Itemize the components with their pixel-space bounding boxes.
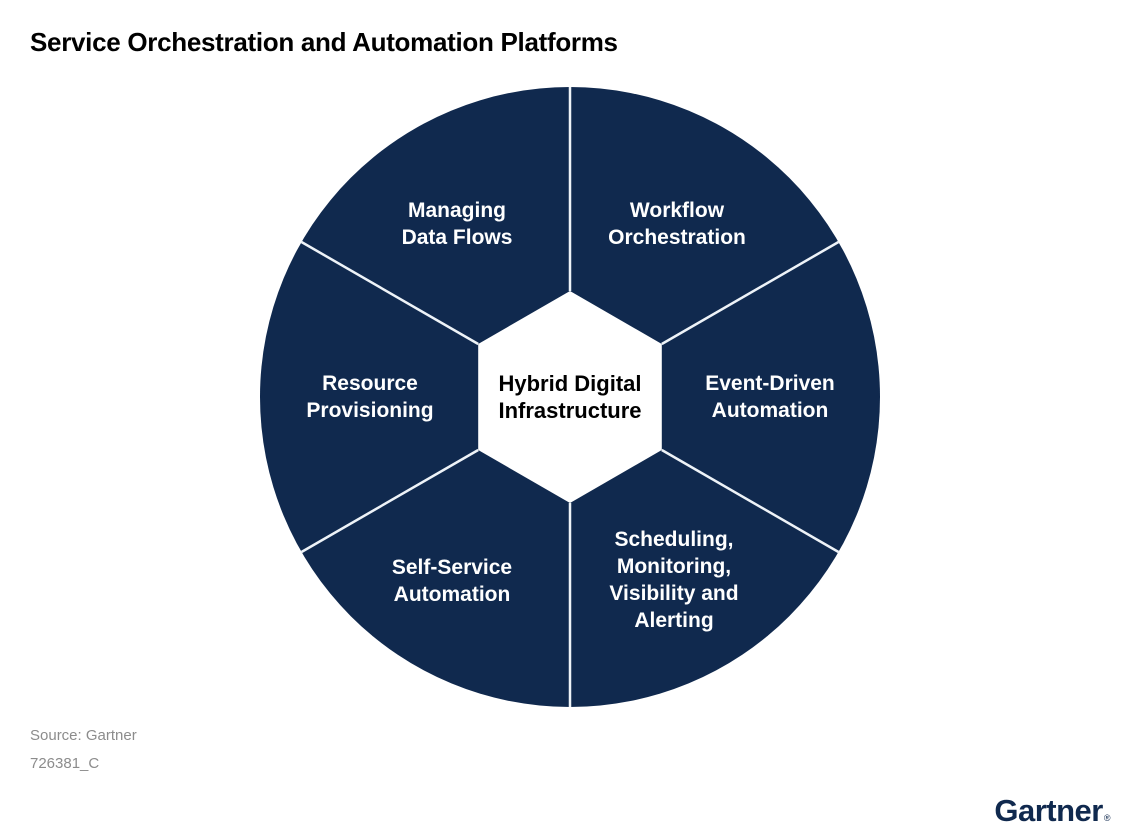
divider-line-upper-left [300, 240, 479, 346]
segment-label-line: Automation [711, 399, 829, 422]
gartner-logo-text: Gartner [994, 793, 1103, 828]
divider-line-upper-right [661, 240, 840, 346]
segment-label-line: Data Flows [401, 226, 513, 249]
divider-line-lower-left [300, 448, 479, 554]
center-label-hybrid-digital-infrastructure: Hybrid Digital Infrastructure [498, 370, 641, 424]
segment-dividers [300, 87, 840, 707]
segment-label-scheduling-monitoring-visibility-alerting: Scheduling, Monitoring, Visibility and A… [609, 526, 738, 634]
page-title: Service Orchestration and Automation Pla… [30, 27, 618, 57]
divider-line-lower-right [661, 448, 840, 554]
segment-label-event-driven-automation: Event-Driven Automation [705, 370, 835, 424]
registered-trademark-icon: ® [1103, 813, 1111, 823]
segment-label-line: Event-Driven [705, 372, 835, 395]
gartner-logo: Gartner® [994, 793, 1110, 829]
segment-label-line: Visibility and [609, 582, 739, 605]
source-line: Source: Gartner [30, 727, 137, 744]
soap-wheel-diagram: Managing Data Flows Workflow Orchestrati… [260, 87, 880, 707]
segment-label-line: Self-Service [391, 556, 513, 579]
segment-label-line: Alerting [634, 609, 714, 632]
segment-label-line: Managing [407, 199, 506, 222]
doc-id: 726381_C [30, 755, 100, 772]
center-label-line: Hybrid Digital [498, 371, 642, 396]
segment-label-line: Monitoring, [616, 555, 732, 578]
segment-label-line: Provisioning [306, 399, 434, 422]
segment-label-line: Scheduling, [614, 528, 734, 551]
segment-label-line: Automation [393, 583, 511, 606]
segment-label-self-service-automation: Self-Service Automation [392, 554, 512, 608]
segment-label-managing-data-flows: Managing Data Flows [402, 197, 513, 251]
center-hexagon [478, 291, 662, 503]
segment-label-line: Orchestration [608, 226, 746, 249]
segment-label-line: Resource [322, 372, 418, 395]
center-label-line: Infrastructure [498, 398, 642, 423]
segment-label-line: Workflow [629, 199, 725, 222]
wheel-graphic [260, 87, 880, 707]
source-note: Source: Gartner 726381_C [30, 722, 137, 778]
segment-label-workflow-orchestration: Workflow Orchestration [608, 197, 746, 251]
segment-label-resource-provisioning: Resource Provisioning [306, 370, 433, 424]
